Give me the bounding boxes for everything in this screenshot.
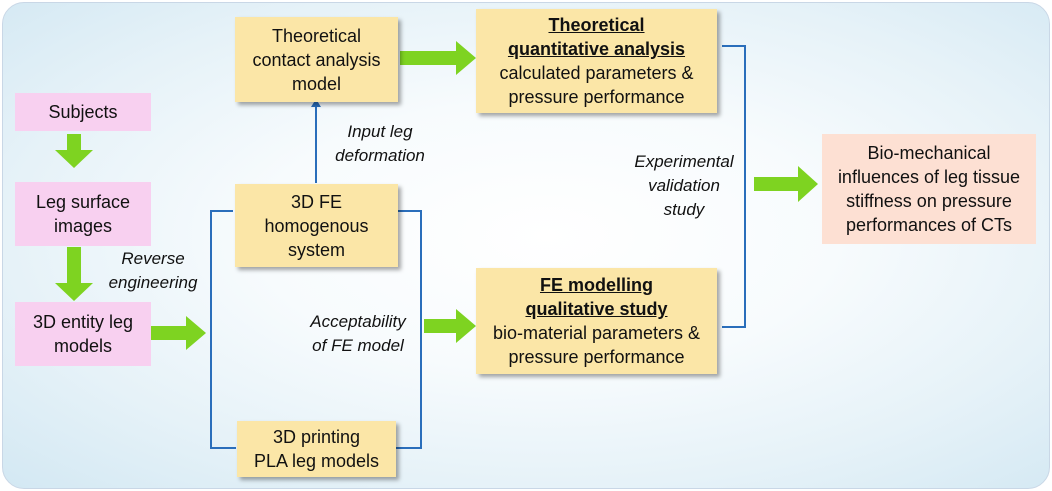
outcome-box: Bio-mechanical influences of leg tissue …: [822, 134, 1036, 244]
contact-model-line-2: contact analysis: [252, 49, 381, 70]
subjects-box: Subjects: [15, 93, 151, 131]
fe-system-box: 3D FE homogenous system: [235, 184, 398, 267]
entity-models-line-2: models: [53, 336, 113, 356]
outcome-line-4: performances of CTs: [845, 215, 1013, 235]
validation-bracket: [722, 45, 746, 328]
experimental-validation-label: Experimental validation study: [620, 150, 748, 222]
printing-line-2: PLA leg models: [253, 451, 380, 471]
fe-system-line-2: homogenous: [264, 215, 369, 236]
arrow-outcome-right: [754, 166, 818, 202]
input-line-1: Input leg: [347, 122, 413, 141]
acceptability-label: Acceptability of FE model: [298, 310, 418, 358]
fe-modelling-title-2: qualitative study: [525, 299, 668, 319]
printing-line-1: 3D printing: [272, 427, 361, 447]
acceptability-line-1: Acceptability: [310, 312, 406, 331]
theoretical-title-2: quantitative analysis: [507, 39, 686, 59]
fe-system-line-3: system: [287, 239, 345, 260]
outcome-line-2: influences of leg tissue: [837, 167, 1021, 187]
reverse-line-1: Reverse: [121, 249, 185, 268]
subjects-label: Subjects: [48, 102, 118, 122]
theoretical-body-2: pressure performance: [508, 87, 685, 107]
leg-surface-line-1: Leg surface: [35, 192, 131, 212]
contact-model-line-1: Theoretical: [271, 25, 362, 46]
experimental-line-1: Experimental: [634, 152, 734, 171]
fe-modelling-body-1: bio-material parameters &: [492, 323, 701, 343]
experimental-line-3: study: [663, 200, 705, 219]
entity-models-box: 3D entity leg models: [15, 302, 151, 366]
contact-model-box: Theoretical contact analysis model: [235, 17, 398, 102]
fe-system-line-1: 3D FE: [290, 191, 342, 212]
fe-modelling-body-2: pressure performance: [508, 347, 685, 367]
arrow-subjects-down: [55, 134, 93, 168]
left-bracket: [210, 210, 236, 449]
fe-modelling-box: FE modelling qualitative study bio-mater…: [476, 268, 717, 374]
arrow-contact-right: [400, 41, 476, 75]
leg-surface-box: Leg surface images: [15, 182, 151, 246]
arrow-bracket-right: [424, 309, 476, 343]
fe-modelling-title-1: FE modelling: [539, 275, 653, 295]
reverse-engineering-label: Reverse engineering: [98, 247, 208, 295]
theoretical-title-1: Theoretical: [548, 15, 645, 35]
input-deformation-label: Input leg deformation: [320, 120, 440, 168]
arrow-models-right: [150, 316, 206, 350]
outcome-line-1: Bio-mechanical: [867, 143, 991, 163]
input-arrowhead: [311, 99, 321, 107]
entity-models-line-1: 3D entity leg: [32, 312, 134, 332]
input-line-2: deformation: [335, 146, 425, 165]
theoretical-body-1: calculated parameters &: [499, 63, 694, 83]
experimental-line-2: validation: [648, 176, 720, 195]
reverse-line-2: engineering: [108, 273, 198, 292]
arrow-surface-down: [55, 247, 93, 301]
printing-box: 3D printing PLA leg models: [237, 421, 396, 477]
theoretical-analysis-box: Theoretical quantitative analysis calcul…: [476, 9, 717, 113]
right-bracket: [396, 210, 422, 449]
leg-surface-line-2: images: [53, 216, 113, 236]
contact-model-line-3: model: [291, 73, 342, 94]
outcome-line-3: stiffness on pressure: [846, 191, 1012, 211]
acceptability-line-2: of FE model: [312, 336, 404, 355]
